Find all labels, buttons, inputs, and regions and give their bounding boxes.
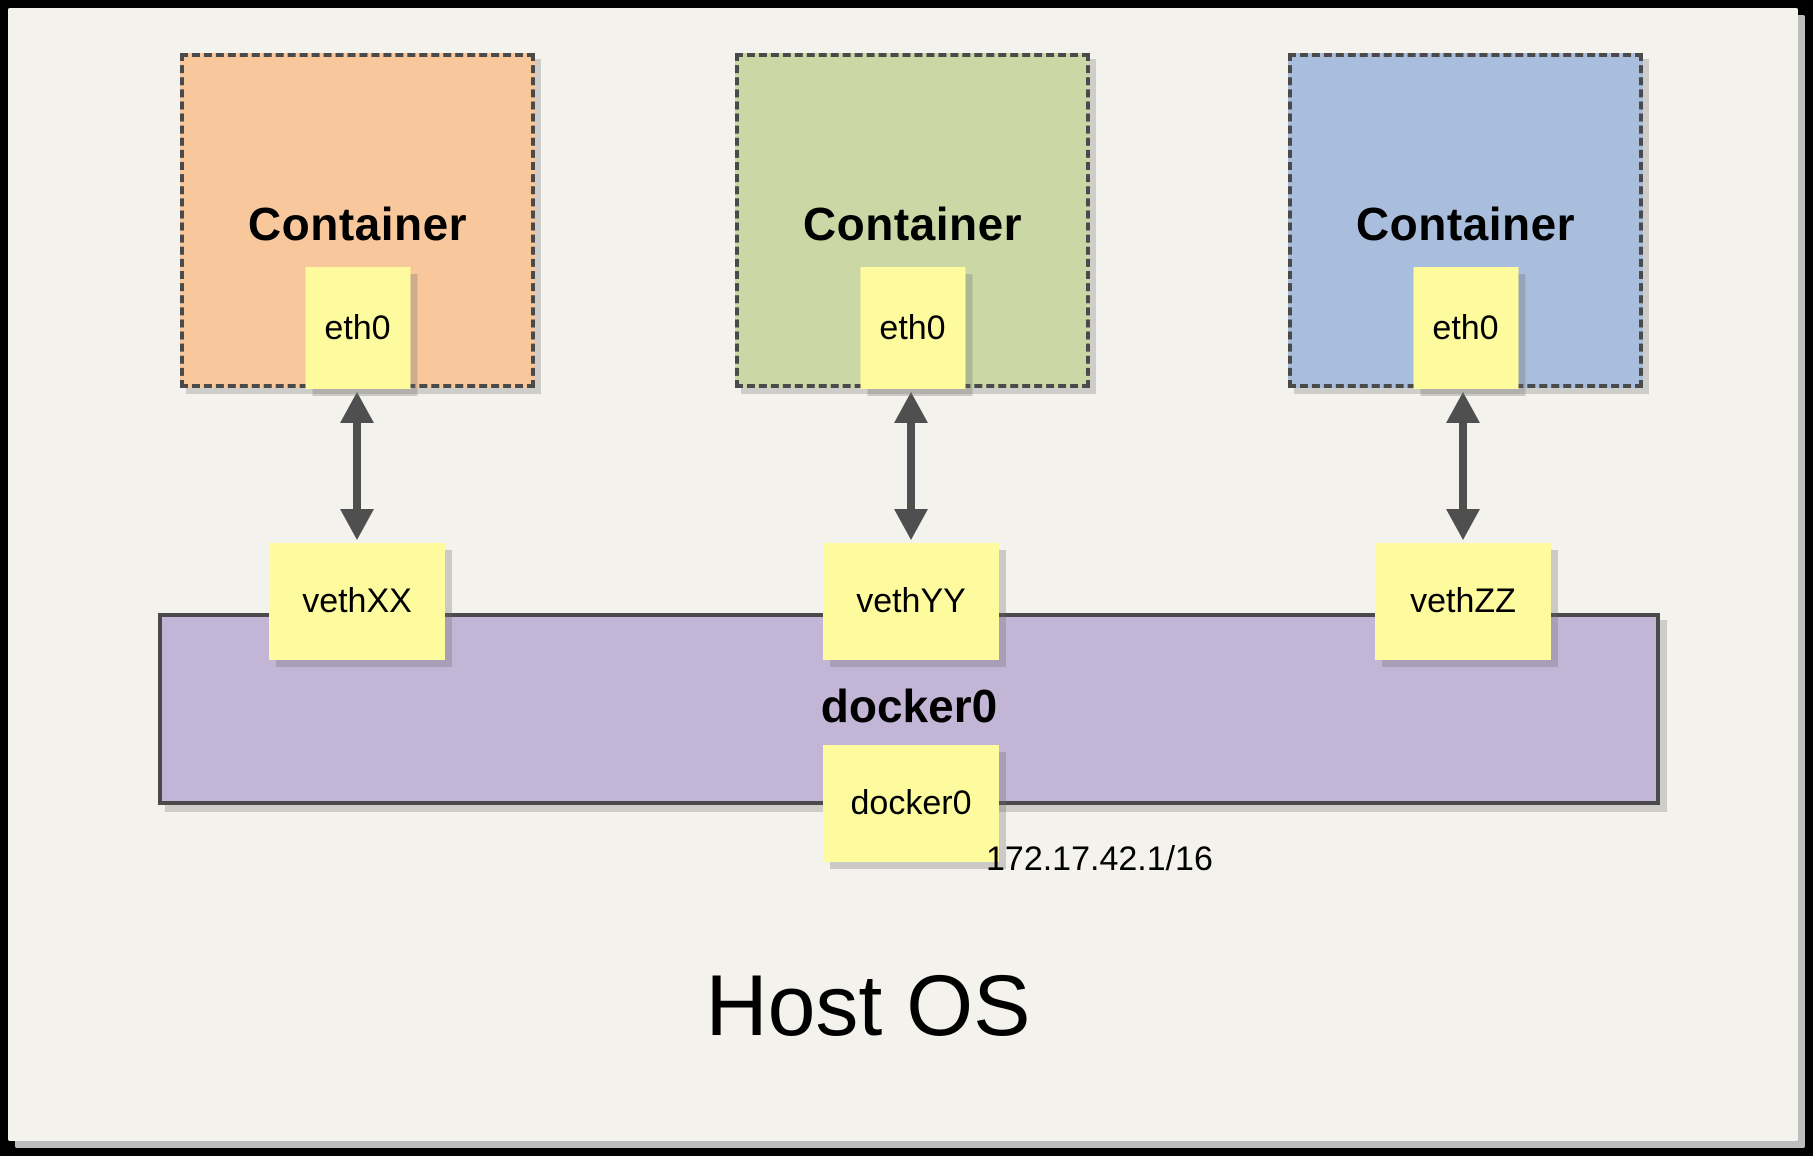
veth-interface-box: vethYY [823, 543, 999, 660]
container-title: Container [1355, 198, 1576, 250]
updown-arrow-icon [340, 392, 374, 540]
container-box-1: Container eth0 [180, 53, 535, 389]
docker0-bridge-title: docker0 [820, 680, 998, 732]
container-box-2: Container eth0 [735, 53, 1090, 389]
container-title: Container [247, 198, 468, 250]
eth0-interface-box: eth0 [305, 267, 410, 389]
diagram-canvas: Container eth0 Container eth0 Container … [8, 8, 1798, 1141]
container-box-3: Container eth0 [1288, 53, 1643, 389]
eth0-interface-box: eth0 [860, 267, 965, 389]
docker0-ip-address: 172.17.42.1/16 [986, 840, 1213, 878]
updown-arrow-icon [894, 392, 928, 540]
eth0-interface-box: eth0 [1413, 267, 1518, 389]
container-title: Container [802, 198, 1023, 250]
updown-arrow-icon [1446, 392, 1480, 540]
host-os-label: Host OS [705, 958, 1031, 1054]
veth-interface-box: vethXX [269, 543, 445, 660]
veth-interface-box: vethZZ [1375, 543, 1551, 660]
docker0-interface-box: docker0 [823, 745, 999, 862]
